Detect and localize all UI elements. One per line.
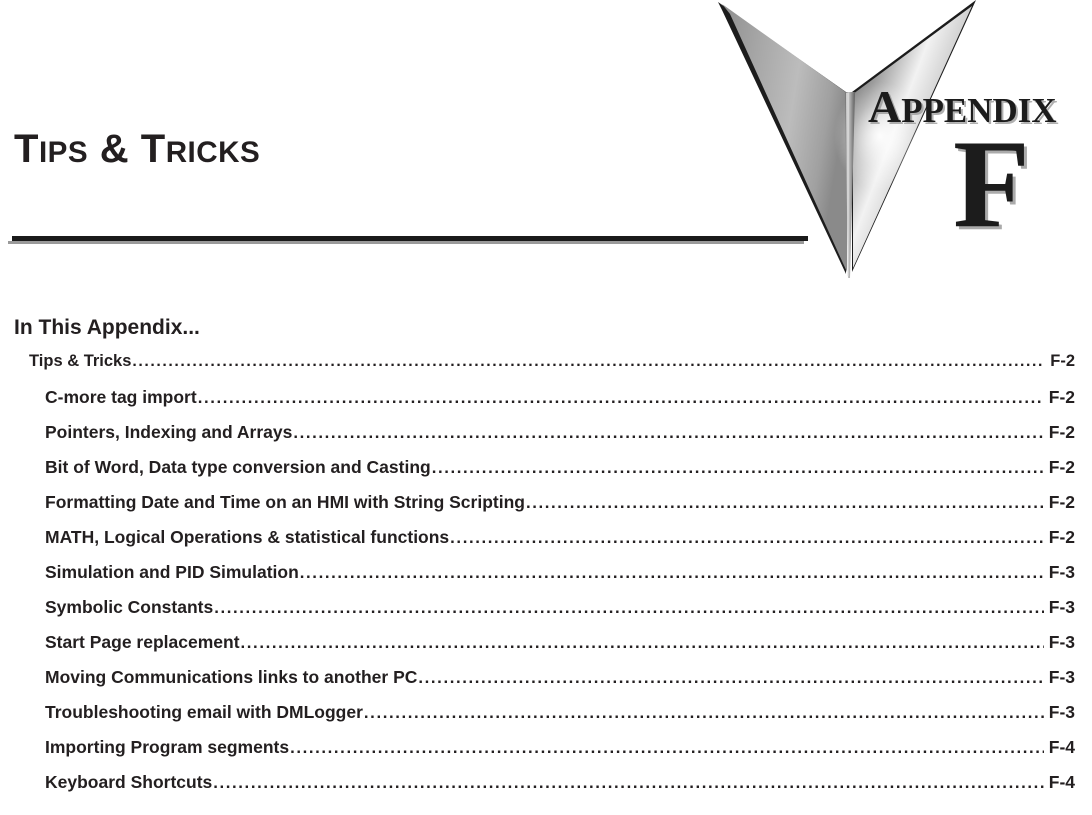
appendix-header: TIPS & TRICKS: [0, 0, 1092, 300]
toc-entry-label: Moving Communications links to another P…: [45, 667, 418, 687]
toc-dot-leader: [241, 633, 1044, 653]
automationdirect-chevron-logo: [700, 0, 1000, 286]
toc-entry[interactable]: Start Page replacement F-3: [0, 632, 1092, 667]
toc-entry-label: Pointers, Indexing and Arrays: [45, 422, 293, 442]
toc-entry[interactable]: Symbolic Constants F-3: [0, 597, 1092, 632]
toc-entry-label: Troubleshooting email with DMLogger: [45, 702, 363, 722]
toc-entry-label: Start Page replacement: [45, 632, 240, 652]
toc-entry-page-number: F-3: [1048, 597, 1075, 617]
toc-entry-label: Tips & Tricks: [29, 352, 132, 370]
toc-entry-page-number: F-2: [1048, 387, 1075, 407]
toc-entry-label: MATH, Logical Operations & statistical f…: [45, 527, 450, 547]
toc-entry-page-number: F-2: [1048, 492, 1075, 512]
toc-dot-leader: [364, 703, 1044, 723]
toc-dot-leader: [132, 353, 1045, 371]
toc-entry-page-number: F-4: [1048, 772, 1075, 792]
title-divider-rule: [8, 236, 808, 244]
toc-entry[interactable]: Formatting Date and Time on an HMI with …: [0, 492, 1092, 527]
toc-entry[interactable]: Pointers, Indexing and Arrays F-2: [0, 422, 1092, 457]
toc-entry-page-number: F-3: [1048, 667, 1075, 687]
toc-dot-leader: [214, 598, 1044, 618]
toc-dot-leader: [418, 668, 1043, 688]
toc-entry-page-number: F-4: [1048, 737, 1075, 757]
toc-dot-leader: [450, 528, 1044, 548]
toc-entry-page-number: F-2: [1050, 352, 1075, 370]
toc-dot-leader: [432, 458, 1044, 478]
toc-entry-page-number: F-3: [1048, 702, 1075, 722]
toc-entry-label: C-more tag import: [45, 387, 197, 407]
toc-entry[interactable]: Bit of Word, Data type conversion and Ca…: [0, 457, 1092, 492]
toc-entry-label: Formatting Date and Time on an HMI with …: [45, 492, 525, 512]
toc-dot-leader: [198, 388, 1044, 408]
toc-entry-label: Importing Program segments: [45, 737, 290, 757]
toc-entry-list: Tips & TricksF-2C-more tag importF-2Poin…: [0, 352, 1092, 807]
toc-dot-leader: [526, 493, 1044, 513]
page-title: TIPS & TRICKS: [14, 127, 261, 171]
toc-entry[interactable]: MATH, Logical Operations & statistical f…: [0, 527, 1092, 562]
toc-entry-label: Symbolic Constants: [45, 597, 214, 617]
appendix-word-label: APPENDIX: [868, 81, 1057, 132]
toc-entry-page-number: F-3: [1048, 562, 1075, 582]
toc-dot-leader: [213, 773, 1044, 793]
toc-entry-label: Bit of Word, Data type conversion and Ca…: [45, 457, 431, 477]
toc-dot-leader: [290, 738, 1044, 758]
toc-dot-leader: [293, 423, 1043, 443]
toc-entry[interactable]: C-more tag import F-2: [0, 387, 1092, 422]
toc-entry[interactable]: Troubleshooting email with DMLogger F-3: [0, 702, 1092, 737]
toc-entry-label: Keyboard Shortcuts: [45, 772, 213, 792]
toc-entry[interactable]: Moving Communications links to another P…: [0, 667, 1092, 702]
appendix-letter-label: F: [953, 115, 1030, 254]
toc-entry-page-number: F-2: [1048, 527, 1075, 547]
toc-heading: In This Appendix...: [14, 316, 200, 339]
toc-entry[interactable]: Importing Program segments F-4: [0, 737, 1092, 772]
toc-entry[interactable]: Tips & Tricks F-2: [0, 352, 1092, 387]
toc-entry-label: Simulation and PID Simulation: [45, 562, 299, 582]
toc-entry-page-number: F-2: [1048, 457, 1075, 477]
toc-entry-page-number: F-2: [1048, 422, 1075, 442]
toc-entry-page-number: F-3: [1048, 632, 1075, 652]
toc-entry[interactable]: Simulation and PID Simulation F-3: [0, 562, 1092, 597]
toc-entry[interactable]: Keyboard Shortcuts F-4: [0, 772, 1092, 807]
toc-dot-leader: [300, 563, 1044, 583]
